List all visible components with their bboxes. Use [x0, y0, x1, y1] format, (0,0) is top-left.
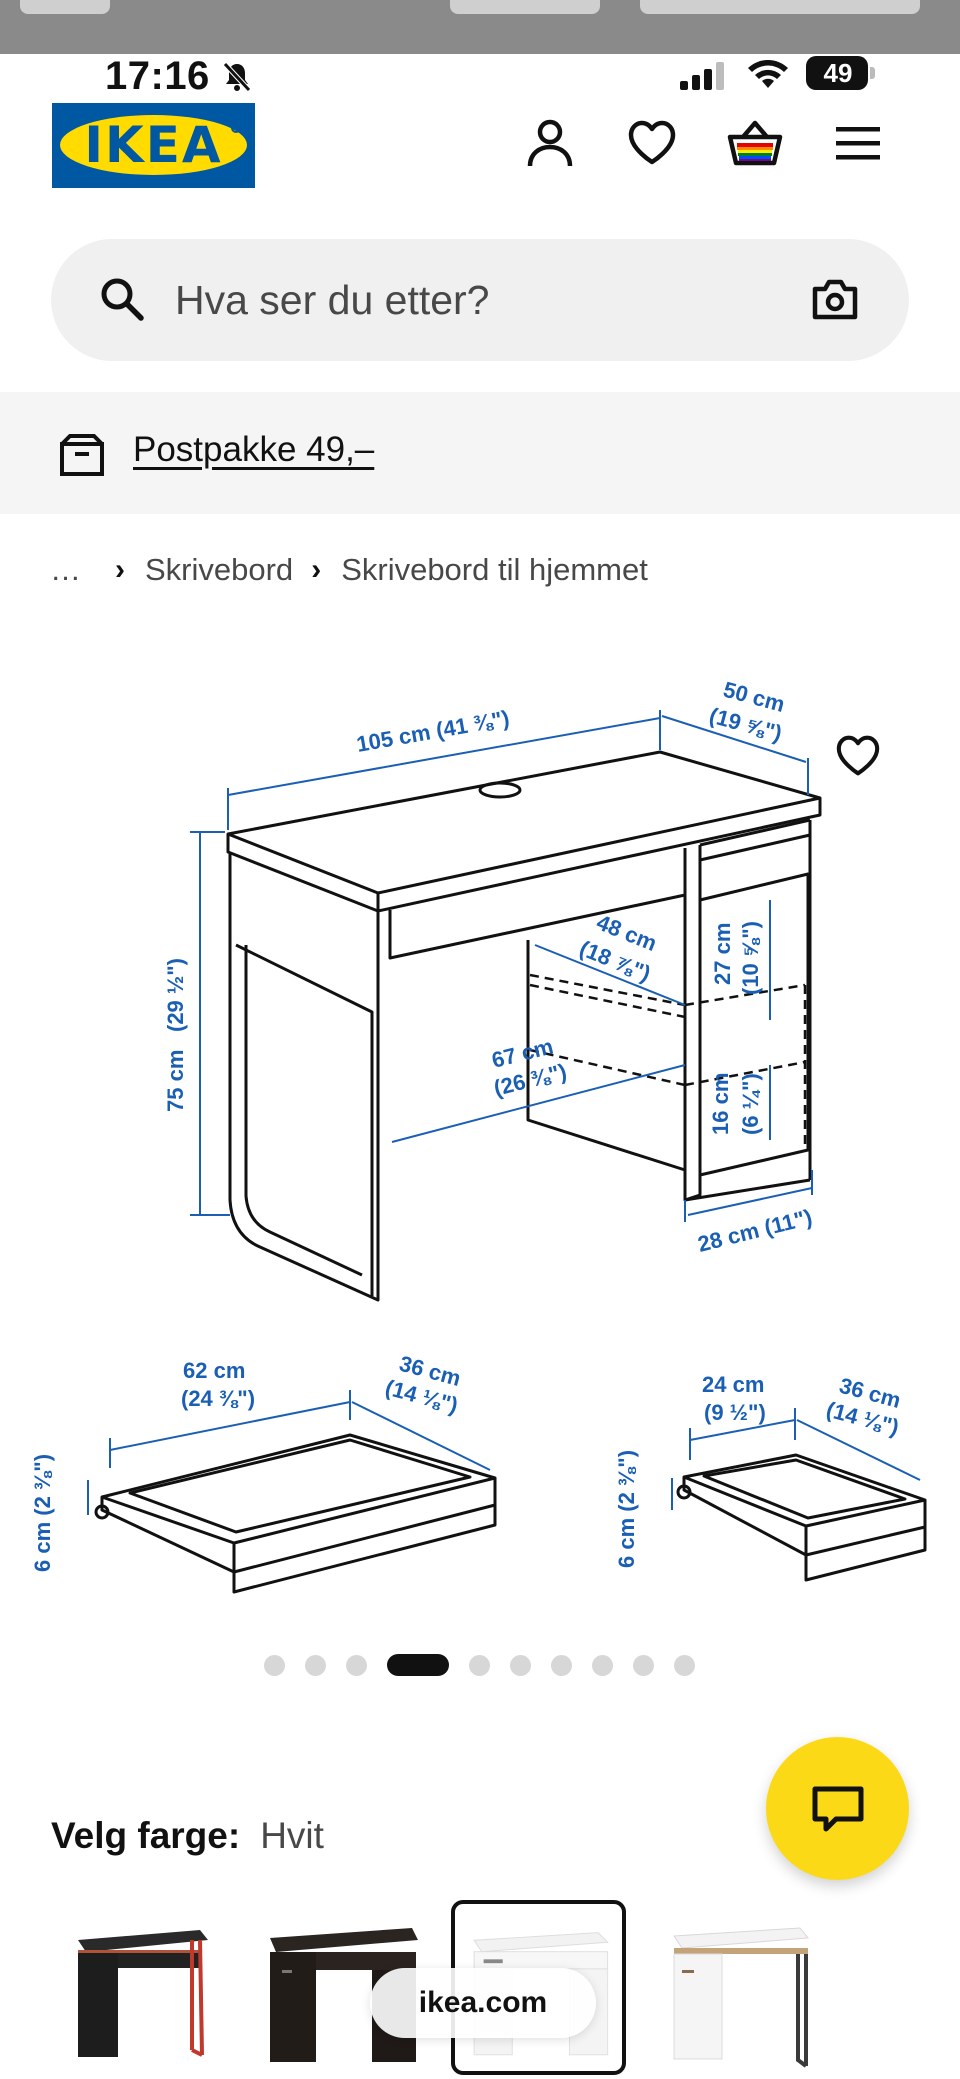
- search-input[interactable]: [175, 269, 735, 331]
- system-top-strip: [0, 0, 960, 54]
- search-icon: [101, 278, 144, 321]
- parcel-icon: [60, 434, 104, 476]
- logo-oval: [60, 115, 247, 175]
- color-chooser-value: Hvit: [260, 1815, 324, 1856]
- desk-thumbnail-black-red: [78, 1930, 208, 2057]
- wifi-icon: [748, 60, 788, 88]
- save-to-favorites-button[interactable]: [830, 728, 886, 784]
- carousel-dot[interactable]: [510, 1654, 531, 1676]
- dim-drawer-small-height: 6 cm (2 ⅜"): [614, 1450, 639, 1568]
- color-chooser: Velg farge: Hvit: [51, 1815, 324, 1857]
- ikea-logo[interactable]: IKEA: [52, 103, 255, 188]
- dim-desk-height-in: (29 ½"): [163, 958, 188, 1032]
- carousel-dot[interactable]: [674, 1654, 695, 1676]
- logo-text: IKEA: [84, 116, 223, 174]
- menu-hamburger-icon: [836, 127, 880, 160]
- ghost-shape: [640, 0, 920, 14]
- dim-drawer-small-width-cm: 24 cm: [702, 1372, 764, 1397]
- color-swatch-white-anthracite[interactable]: [660, 1900, 835, 2075]
- dim-drawer-large-height: 6 cm (2 ⅜"): [30, 1454, 55, 1572]
- ghost-shape: [20, 0, 110, 14]
- favorites-button[interactable]: [624, 115, 680, 171]
- menu-button[interactable]: [830, 115, 886, 171]
- breadcrumb-ellipsis[interactable]: …: [50, 552, 81, 587]
- search-bar[interactable]: [51, 239, 909, 361]
- carousel-dot[interactable]: [305, 1654, 326, 1676]
- dim-drawer-small-width-in: (9 ½"): [704, 1400, 766, 1425]
- status-bar: 17:16 49: [0, 54, 960, 130]
- breadcrumb-item[interactable]: Skrivebord: [145, 552, 294, 587]
- dim-drawer-large-width-in: (24 ⅜"): [181, 1386, 255, 1411]
- dim-shelf-upper-in: (10 ⅝"): [738, 921, 763, 995]
- basket-button[interactable]: [727, 115, 783, 171]
- browser-url-pill[interactable]: ikea.com: [370, 1968, 596, 2038]
- breadcrumb-item[interactable]: Skrivebord til hjemmet: [341, 552, 648, 587]
- carousel-dot[interactable]: [551, 1654, 572, 1676]
- product-dimensions-image[interactable]: 105 cm (41 ⅜") 50 cm (19 ⅝") 75 cm (29 ½…: [0, 640, 960, 1620]
- dim-cabinet-width: 28 cm (11"): [695, 1204, 814, 1257]
- image-carousel-dots: [264, 1654, 695, 1676]
- dim-shelf-lower-in: (6 ¼"): [738, 1073, 763, 1135]
- favorites-heart-icon: [628, 120, 676, 165]
- dim-drawer-large-width-cm: 62 cm: [183, 1358, 245, 1383]
- battery-indicator: 49: [806, 56, 875, 90]
- desk-thumbnail-white-anthracite: [673, 1927, 809, 2068]
- carousel-dot-active[interactable]: [387, 1654, 449, 1676]
- cellular-signal-icon: [680, 62, 724, 90]
- chevron-right-icon: ›: [115, 553, 125, 586]
- carousel-dot[interactable]: [633, 1654, 654, 1676]
- battery-level: 49: [823, 58, 853, 88]
- basket-icon: [727, 120, 783, 166]
- battery-shell: [806, 56, 868, 90]
- chat-bubble-icon: [812, 1786, 863, 1831]
- camera-search-icon[interactable]: [811, 277, 859, 321]
- account-icon: [527, 119, 573, 167]
- browser-url-text[interactable]: ikea.com: [418, 1986, 548, 2019]
- color-swatch-black-red[interactable]: [50, 1900, 225, 2075]
- color-chooser-label: Velg farge:: [51, 1815, 241, 1856]
- bell-muted-icon: [223, 62, 251, 92]
- heart-icon: [836, 735, 880, 776]
- dim-desk-height-cm: 75 cm: [163, 1050, 188, 1112]
- chat-button[interactable]: [766, 1737, 909, 1880]
- registered-mark: [231, 123, 241, 133]
- dim-shelf-lower-cm: 16 cm: [708, 1073, 733, 1135]
- status-time: 17:16: [105, 54, 210, 98]
- account-button[interactable]: [522, 115, 578, 171]
- carousel-dot[interactable]: [469, 1654, 490, 1676]
- breadcrumb: … › Skrivebord › Skrivebord til hjemmet: [50, 548, 648, 592]
- carousel-dot[interactable]: [264, 1654, 285, 1676]
- carousel-dot[interactable]: [592, 1654, 613, 1676]
- chevron-right-icon: ›: [311, 553, 322, 586]
- battery-cap: [870, 67, 875, 79]
- dim-shelf-upper-cm: 27 cm: [710, 923, 735, 985]
- shipping-banner[interactable]: Postpakke 49,–: [0, 392, 960, 514]
- carousel-dot[interactable]: [346, 1654, 367, 1676]
- ghost-shape: [450, 0, 600, 14]
- shipping-banner-text[interactable]: Postpakke 49,–: [133, 430, 375, 469]
